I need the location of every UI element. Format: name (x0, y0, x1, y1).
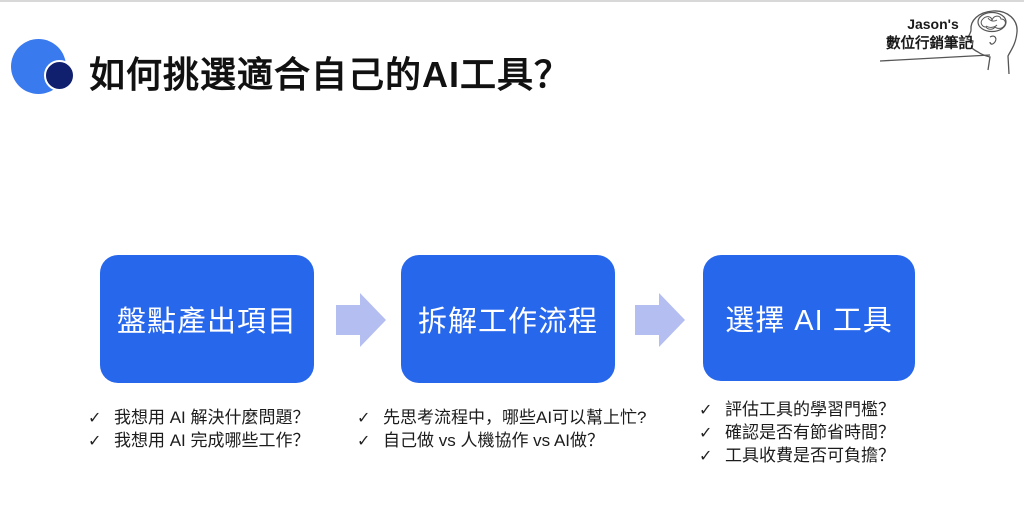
flow-step-2-box: 拆解工作流程 (401, 255, 615, 383)
flow-step-1-box: 盤點產出項目 (100, 255, 314, 383)
checklist-step-3: ✓ 評估工具的學習門檻？ ✓ 確認是否有節省時間？ ✓ 工具收費是否可負擔？ (699, 399, 895, 468)
checkmark-icon: ✓ (357, 410, 371, 427)
page-title: 如何挑選適合自己的AI工具？ (89, 54, 572, 95)
brand-name: Jason's (907, 16, 959, 32)
checkmark-icon: ✓ (88, 410, 102, 427)
brand-block: Jason's 數位行銷筆記 (886, 14, 980, 54)
checklist-step-1: ✓ 我想用 AI 解決什麼問題？ ✓ 我想用 AI 完成哪些工作？ (88, 407, 310, 453)
list-item: ✓ 工具收費是否可負擔？ (699, 445, 895, 468)
checklist-3-item-2: 確認是否有節省時間？ (725, 423, 895, 442)
arrow-right-icon (336, 293, 386, 347)
list-item: ✓ 我想用 AI 完成哪些工作？ (88, 430, 310, 453)
checklist-1-item-2: 我想用 AI 完成哪些工作？ (114, 431, 310, 450)
brand-subtitle: 數位行銷筆記 (886, 36, 973, 52)
flow-step-3-box: 選擇 AI 工具 (703, 255, 915, 381)
list-item: ✓ 先思考流程中，哪些AI可以幫上忙? (357, 407, 647, 430)
checklist-2-item-2: 自己做 vs 人機協作 vs AI做？ (383, 431, 605, 450)
checklist-3-item-1: 評估工具的學習門檻？ (725, 400, 895, 419)
arrow-right-icon (635, 293, 685, 347)
checklist-2-item-1: 先思考流程中，哪些AI可以幫上忙? (383, 408, 647, 427)
checkmark-icon: ✓ (699, 402, 713, 419)
checklist-1-item-1: 我想用 AI 解決什麼問題？ (114, 408, 310, 427)
flow-step-2-label: 拆解工作流程 (417, 306, 598, 338)
list-item: ✓ 評估工具的學習門檻？ (699, 399, 895, 422)
checkmark-icon: ✓ (357, 433, 371, 450)
checklist-3-item-3: 工具收費是否可負擔？ (725, 446, 895, 465)
flow-step-1-label: 盤點產出項目 (116, 306, 297, 338)
list-item: ✓ 自己做 vs 人機協作 vs AI做？ (357, 430, 647, 453)
logo-small-circle (44, 60, 75, 91)
checkmark-icon: ✓ (88, 433, 102, 450)
thinking-head-icon (879, 10, 1018, 75)
list-item: ✓ 我想用 AI 解決什麼問題？ (88, 407, 310, 430)
list-item: ✓ 確認是否有節省時間？ (699, 422, 895, 445)
flow-step-3-label: 選擇 AI 工具 (725, 305, 893, 337)
checkmark-icon: ✓ (699, 448, 713, 465)
checkmark-icon: ✓ (699, 425, 713, 442)
checklist-step-2: ✓ 先思考流程中，哪些AI可以幫上忙? ✓ 自己做 vs 人機協作 vs AI做… (357, 407, 647, 453)
